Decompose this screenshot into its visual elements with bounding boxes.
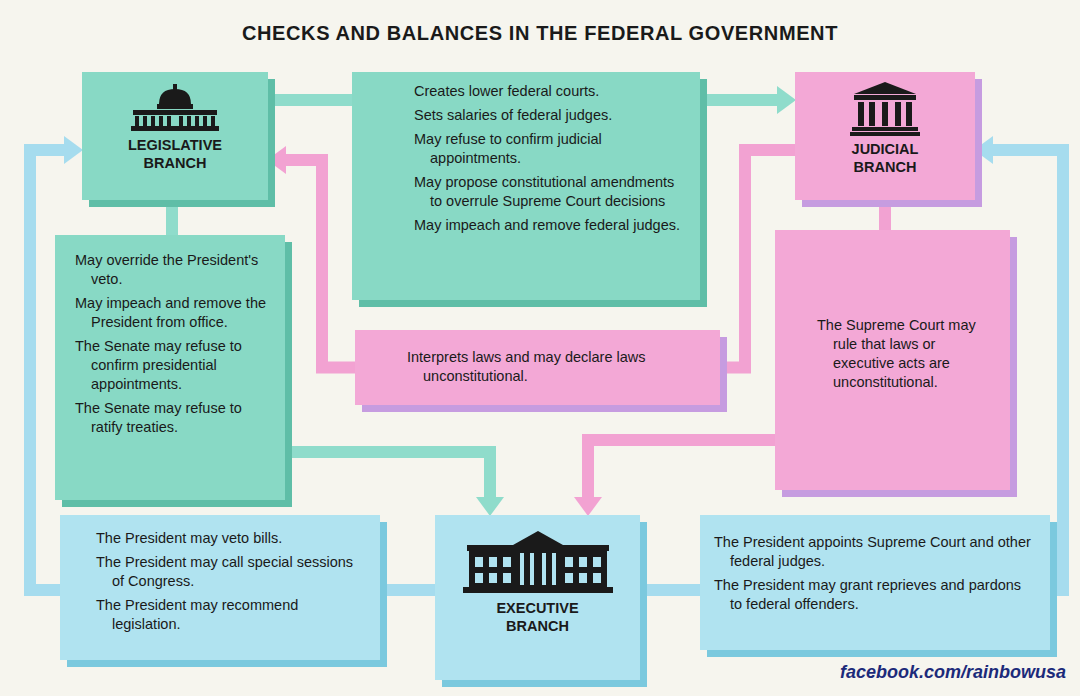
power-text: The Supreme Court may rule that laws or … (817, 316, 992, 392)
power-text: The President may veto bills. (96, 529, 366, 548)
power-text: The President may grant reprieves and pa… (714, 576, 1036, 614)
power-text: May override the President's veto. (75, 251, 275, 289)
powers-box: The President appoints Supreme Court and… (700, 515, 1050, 650)
white-house-icon (463, 529, 613, 595)
branch-box: JUDICIAL BRANCH (795, 72, 975, 200)
branch-name: JUDICIAL BRANCH (829, 140, 941, 176)
powers-box: Interprets laws and may declare laws unc… (355, 330, 720, 405)
check-arrow (286, 160, 355, 368)
check-arrow (640, 584, 700, 596)
check-arrow (285, 452, 490, 497)
branch-box: LEGISLATIVE BRANCH (82, 72, 268, 200)
power-text: The President appoints Supreme Court and… (714, 533, 1036, 571)
power-text: Creates lower federal courts. (414, 82, 682, 101)
check-arrow (588, 440, 775, 497)
powers-box: May override the President's veto. May im… (55, 235, 285, 500)
power-text: Interprets laws and may declare laws unc… (407, 348, 706, 386)
power-text: The Senate may refuse to ratify treaties… (75, 399, 275, 437)
powers-box: The President may veto bills. The Preside… (60, 515, 380, 660)
power-text: Sets salaries of federal judges. (414, 106, 682, 125)
watermark: facebook.com/rainbowusa (836, 662, 1070, 683)
diagram-title: CHECKS AND BALANCES IN THE FEDERAL GOVER… (0, 22, 1080, 45)
power-text: May refuse to confirm judicial appointme… (414, 130, 682, 168)
branch-box: EXECUTIVE BRANCH (435, 515, 640, 680)
check-arrow (380, 584, 435, 596)
check-arrow (268, 94, 352, 106)
power-text: May impeach and remove the President fro… (75, 294, 275, 332)
branch-name: EXECUTIVE BRANCH (482, 599, 594, 635)
power-text: The President may call special sessions … (96, 553, 366, 591)
check-arrow (166, 200, 178, 235)
capitol-icon (129, 82, 221, 132)
branch-name: LEGISLATIVE BRANCH (119, 136, 231, 172)
power-text: May propose constitutional amendments to… (414, 173, 682, 211)
power-text: The Senate may refuse to confirm preside… (75, 337, 275, 394)
check-arrow (700, 94, 777, 106)
powers-box: The Supreme Court may rule that laws or … (775, 230, 1010, 490)
power-text: The President may recommend legislation. (96, 596, 366, 634)
powers-box: Creates lower federal courts. Sets salari… (352, 72, 700, 300)
check-arrow (879, 200, 891, 230)
courthouse-icon (850, 80, 920, 136)
power-text: May impeach and remove federal judges. (414, 216, 682, 235)
